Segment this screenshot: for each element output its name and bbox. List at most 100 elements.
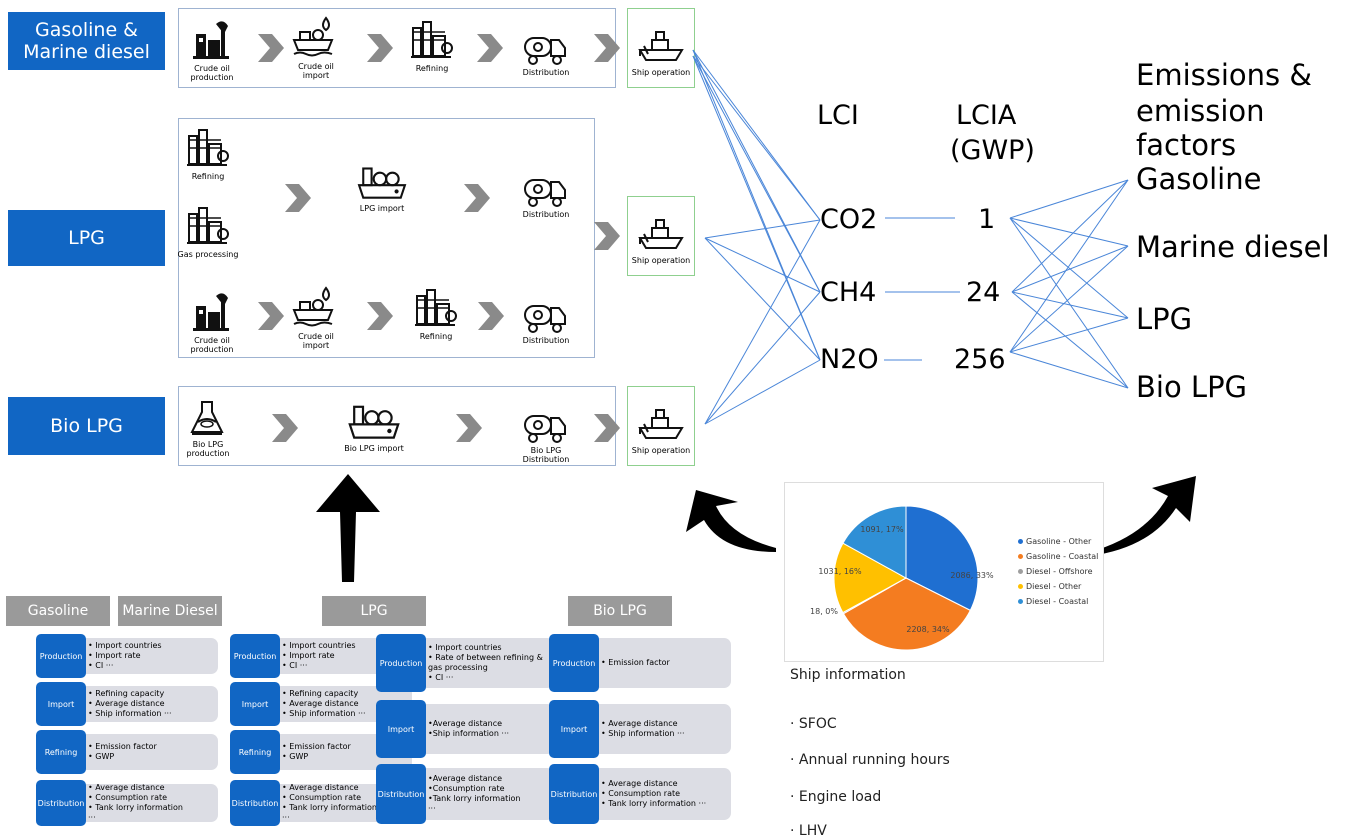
gasoline-chain-panel xyxy=(178,8,616,88)
stage-inputs-production: • Import countries• Import rate• CI ··· xyxy=(76,638,218,674)
gas-co2: CO2 xyxy=(820,204,878,235)
input-item: ··· xyxy=(282,813,290,822)
input-item: • GWP xyxy=(88,752,115,761)
input-item: • Ship information ··· xyxy=(282,709,366,718)
legend-item: Gasoline - Other xyxy=(1018,537,1091,546)
header-lpg: LPG xyxy=(322,596,426,626)
pie-data-label: 2208, 34% xyxy=(906,625,950,634)
input-item: • CI ··· xyxy=(282,661,308,670)
lcia-header-line1: LCIA xyxy=(956,100,1017,131)
input-item: • Average distance xyxy=(601,719,678,728)
ship-info-item: · SFOC xyxy=(790,716,837,732)
input-item: • Average distance xyxy=(88,699,165,708)
legend-label: Diesel - Offshore xyxy=(1026,567,1093,576)
stage-label-production: Production xyxy=(36,634,86,678)
stage-refining: Refining xyxy=(400,18,464,73)
arrows xyxy=(316,474,1196,582)
legend-label: Diesel - Coastal xyxy=(1026,597,1089,606)
emissions-title-line1: Emissions & xyxy=(1136,58,1312,92)
emission-fuel-marine-diesel: Marine diesel xyxy=(1136,230,1330,264)
legend-item: Diesel - Coastal xyxy=(1018,597,1088,606)
fuel-button-biolpg[interactable]: Bio LPG xyxy=(8,397,165,455)
ship-info-item: · Annual running hours xyxy=(790,752,950,768)
stage-label: Ship operation xyxy=(631,446,691,455)
stage-label: LPG import xyxy=(359,204,405,213)
header-marine-diesel: Marine Diesel xyxy=(118,596,222,626)
stage-label: Crude oil import xyxy=(298,332,334,350)
emission-fuel-lpg: LPG xyxy=(1136,302,1193,336)
stage-inputs-production: • Import countries• Rate of between refi… xyxy=(416,638,554,688)
input-item: • Refining capacity xyxy=(88,689,165,698)
input-item: • Rate of between refining & gas process… xyxy=(428,653,543,672)
emission-fuel-bio-lpg: Bio LPG xyxy=(1136,370,1248,404)
input-item: •Consumption rate xyxy=(428,784,505,793)
stage-inputs-refining: • Emission factor• GWP xyxy=(76,734,218,770)
stage-inputs-production: • Emission factor xyxy=(589,638,731,688)
stage-label-import: Import xyxy=(36,682,86,726)
stage-crude-oil-import: Crude oil import xyxy=(284,286,348,350)
input-item: • Ship information ··· xyxy=(601,729,685,738)
stage-label-distribution: Distribution xyxy=(549,764,599,824)
lci-header: LCI xyxy=(817,100,859,131)
input-item: • GWP xyxy=(282,752,309,761)
stage-crude-oil-import: Crude oil import xyxy=(284,16,348,80)
input-item: •Average distance xyxy=(428,719,503,728)
input-item: •Average distance xyxy=(428,774,503,783)
stage-crude-oil-production: Crude oil production xyxy=(180,292,244,354)
stage-label-distribution: Distribution xyxy=(376,764,426,824)
stage-label: Crude oil import xyxy=(298,62,334,80)
stage-label-refining: Refining xyxy=(36,730,86,774)
stage-label-production: Production xyxy=(549,634,599,692)
stage-bio-lpg-distribution: Bio LPG Distribution xyxy=(514,404,578,464)
input-item: ··· xyxy=(428,804,436,813)
stage-label-import: Import xyxy=(549,700,599,758)
header-gasoline: Gasoline xyxy=(6,596,110,626)
legend-item: Diesel - Offshore xyxy=(1018,567,1093,576)
pie-chart: 2086, 33%2208, 34%18, 0%1031, 16%1091, 1… xyxy=(810,505,994,651)
pie-data-label: 2086, 33% xyxy=(950,571,994,580)
input-item: • Average distance xyxy=(282,699,359,708)
stage-label: Ship operation xyxy=(631,68,691,77)
input-item: •Ship information ··· xyxy=(428,729,510,738)
stage-refining: Refining xyxy=(404,286,468,341)
stage-inputs-distribution: • Average distance• Consumption rate• Ta… xyxy=(76,783,218,822)
input-item: • Emission factor xyxy=(282,742,351,751)
stage-label: Refining xyxy=(419,332,453,341)
input-item: • Refining capacity xyxy=(282,689,359,698)
input-item: • Import countries xyxy=(282,641,356,650)
stage-label-production: Production xyxy=(230,634,280,678)
stage-ship-operation: Ship operation xyxy=(629,26,693,77)
stage-inputs-distribution: •Average distance•Consumption rate•Tank … xyxy=(416,768,554,820)
stage-bio-lpg-production: Bio LPG production xyxy=(176,398,240,458)
stage-ship-operation: Ship operation xyxy=(629,214,693,265)
stage-lpg-import: LPG import xyxy=(350,160,414,213)
input-item: • Consumption rate xyxy=(282,793,362,802)
fuel-button-lpg[interactable]: LPG xyxy=(8,210,165,266)
gas-ch4: CH4 xyxy=(820,277,877,308)
pie-data-label: 1031, 16% xyxy=(818,567,862,576)
input-item: • Import rate xyxy=(282,651,335,660)
stage-label: Distribution xyxy=(522,68,570,77)
stage-inputs-import: • Refining capacity• Average distance• S… xyxy=(76,686,218,722)
stage-label: Crude oil production xyxy=(190,336,234,354)
stage-distribution: Distribution xyxy=(514,26,578,77)
stage-gas-processing: Gas processing xyxy=(176,204,240,259)
input-item: • Average distance xyxy=(282,783,359,792)
ship-operation-box-biolpg xyxy=(627,386,695,466)
ship-operation-box-lpg xyxy=(627,196,695,276)
stage-label-distribution: Distribution xyxy=(230,780,280,826)
fuel-button-gasoline[interactable]: Gasoline & Marine diesel xyxy=(8,12,165,70)
pie-data-label: 1091, 17% xyxy=(860,525,904,534)
stage-label: Bio LPG Distribution xyxy=(522,446,570,464)
pie-slice xyxy=(842,505,907,579)
stage-inputs-import: • Average distance• Ship information ··· xyxy=(589,704,731,754)
stage-label-import: Import xyxy=(376,700,426,758)
stage-ship-operation: Ship operation xyxy=(629,404,693,455)
ship-info-title: Ship information xyxy=(790,667,906,683)
input-item: • Tank lorry information xyxy=(88,803,183,812)
input-item: •Tank lorry information xyxy=(428,794,521,803)
stage-lpg-refining: Refining xyxy=(176,126,240,181)
input-item: • Import countries xyxy=(428,643,502,652)
stage-distribution: Distribution xyxy=(514,294,578,345)
